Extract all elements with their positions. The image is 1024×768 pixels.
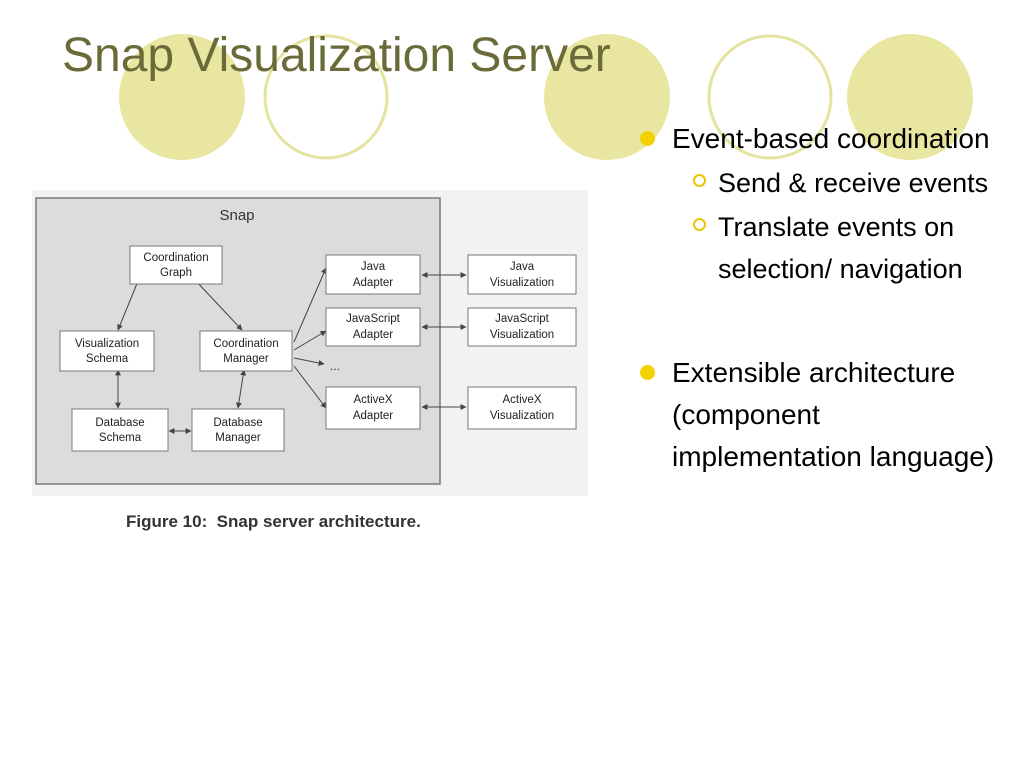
box-label: Adapter — [353, 329, 393, 341]
bullet-text: Event-based coordination — [672, 123, 990, 154]
bullet-list: Event-based coordination Send & receive … — [630, 118, 1000, 478]
deco-circle-outline-1 — [263, 34, 389, 160]
box-label: Java — [510, 261, 535, 273]
sub-bullet-item: Send & receive events — [630, 162, 1000, 204]
box-label: Schema — [99, 432, 142, 444]
edge-cmanager-to-activex-adapter — [293, 365, 327, 409]
bullet-text: Extensible architecture (component imple… — [672, 357, 995, 472]
box-label: Adapter — [353, 410, 393, 422]
box-activex-adapter: ActiveX Adapter — [325, 386, 421, 430]
box-label: JavaScript — [346, 313, 400, 325]
slide-title: Snap Visualization Server — [62, 29, 611, 82]
box-label: Coordination — [213, 338, 278, 350]
box-label: Database — [95, 417, 144, 429]
box-label: Visualization — [75, 338, 139, 350]
box-javascript-adapter: JavaScript Adapter — [325, 307, 421, 347]
bullet-item: Extensible architecture (component imple… — [630, 352, 1000, 478]
architecture-diagram: Snap ... Coordination Graph Visualizatio… — [32, 190, 588, 496]
edge-cmanager-to-js-adapter — [293, 330, 327, 351]
deco-circle-filled-3 — [847, 34, 973, 160]
deco-circle-outline-2 — [707, 34, 833, 160]
sub-bullet-text: Translate events on selection/ navigatio… — [718, 212, 963, 284]
sub-bullet-ring-icon — [693, 174, 706, 187]
box-coordination-graph: Coordination Graph — [129, 245, 223, 285]
sub-bullet-ring-icon — [693, 218, 706, 231]
edge-cmanager-to-java-adapter — [293, 267, 327, 343]
box-label: Schema — [86, 353, 129, 365]
box-label: Graph — [160, 267, 192, 279]
snap-container-label: Snap — [219, 207, 254, 224]
box-javascript-visualization: JavaScript Visualization — [467, 307, 577, 347]
box-visualization-schema: Visualization Schema — [59, 330, 155, 372]
box-label: Manager — [215, 432, 261, 444]
box-label: Java — [361, 261, 386, 273]
box-label: ActiveX — [503, 394, 542, 406]
box-database-schema: Database Schema — [71, 408, 169, 452]
box-coordination-manager: Coordination Manager — [199, 330, 293, 372]
box-label: Visualization — [490, 329, 554, 341]
sub-bullet-text: Send & receive events — [718, 168, 989, 198]
edge-cmanager-to-ellipsis — [293, 357, 325, 366]
figure-caption: Figure 10: Snap server architecture. — [126, 512, 421, 531]
box-java-visualization: Java Visualization — [467, 254, 577, 295]
adapter-ellipsis: ... — [330, 359, 340, 373]
box-label: Visualization — [490, 410, 554, 422]
box-label: Adapter — [353, 277, 393, 289]
box-label: JavaScript — [495, 313, 549, 325]
box-label: Database — [213, 417, 262, 429]
bullet-item: Event-based coordination — [630, 118, 1000, 160]
box-label: Visualization — [490, 277, 554, 289]
box-label: Coordination — [143, 252, 208, 264]
box-label: Manager — [223, 353, 269, 365]
deco-circle-filled-1 — [119, 34, 245, 160]
sub-bullet-item: Translate events on selection/ navigatio… — [630, 206, 1000, 290]
edge-cmanager-to-dbmanager — [235, 369, 247, 409]
bullet-dot-icon — [640, 131, 655, 146]
box-java-adapter: Java Adapter — [325, 254, 421, 295]
box-label: ActiveX — [354, 394, 393, 406]
deco-circle-filled-2 — [544, 34, 670, 160]
box-database-manager: Database Manager — [191, 408, 285, 452]
box-activex-visualization: ActiveX Visualization — [467, 386, 577, 430]
bullet-dot-icon — [640, 365, 655, 380]
